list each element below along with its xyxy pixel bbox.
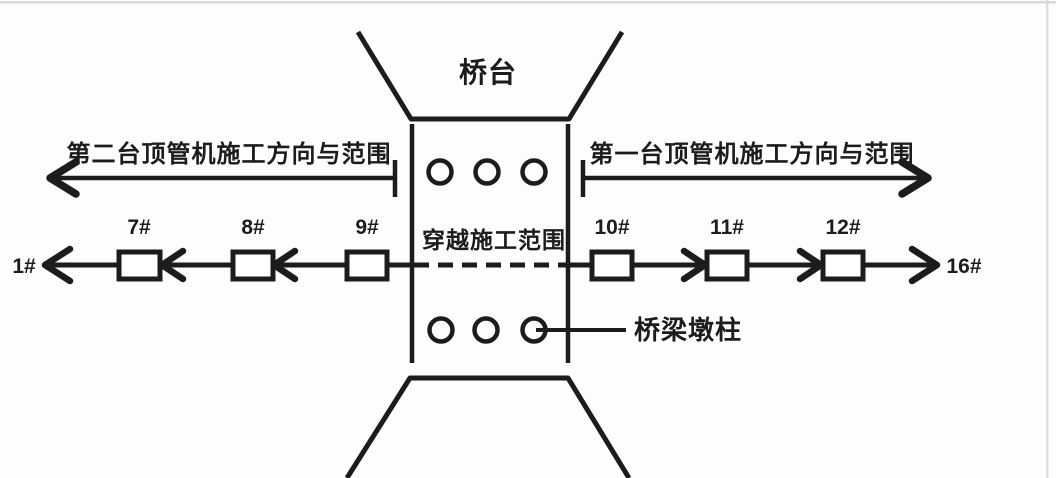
- well-box-10: [589, 249, 635, 282]
- pier-column-label: 桥梁墩柱: [634, 315, 742, 345]
- well-box-11: [704, 249, 750, 282]
- abutment-bottom-outline: [344, 375, 632, 478]
- well-label-8: 8#: [241, 216, 265, 239]
- well-label-9: 9#: [355, 216, 379, 239]
- right-edge-line: [1046, 0, 1049, 478]
- arrowhead-right-12-icon: [796, 247, 825, 283]
- pier-circle-bottom-2: [472, 316, 500, 344]
- pier-row-bottom: 桥梁墩柱: [427, 315, 742, 345]
- crossing-zone-label: 穿越施工范围: [422, 227, 566, 253]
- well-box-9: [344, 249, 390, 282]
- well-label-7: 7#: [127, 216, 151, 239]
- abutment-top-label: 桥台: [459, 56, 517, 88]
- well-box-8: [230, 249, 276, 282]
- direction-left: 第二台顶管机施工方向与范围: [46, 140, 398, 198]
- top-edge-line: [0, 1, 1056, 4]
- pipeline: 7# 8# 9# 10# 11# 12# 1# 16#: [12, 216, 982, 285]
- abutment-top-outline: [355, 30, 625, 122]
- endpoint-label-16: 16#: [946, 255, 981, 278]
- pier-circle-bottom-3: [520, 316, 548, 344]
- pier-circle-top-3: [520, 158, 548, 186]
- crossing-zone: 穿越施工范围: [409, 124, 571, 363]
- arrowhead-right-11-icon: [680, 247, 709, 283]
- right-arrowhead-icon: [898, 158, 932, 198]
- arrowhead-right-terminal-icon: [908, 245, 941, 285]
- right-direction-label: 第一台顶管机施工方向与范围: [590, 140, 915, 168]
- well-label-11: 11#: [710, 216, 744, 239]
- well-box-7: [116, 249, 163, 282]
- well-label-10: 10#: [594, 216, 629, 239]
- well-label-12: 12#: [825, 216, 860, 239]
- arrowhead-left-terminal-icon: [41, 245, 74, 285]
- well-box-12: [820, 249, 866, 282]
- endpoint-label-1: 1#: [12, 255, 36, 278]
- pier-circle-bottom-1: [427, 316, 455, 344]
- arrowhead-left-8-icon: [270, 247, 299, 283]
- pier-circle-top-1: [426, 158, 454, 186]
- arrowhead-left-7-icon: [158, 247, 187, 283]
- pier-circle-top-2: [473, 158, 501, 186]
- abutment-top: 桥台: [355, 30, 625, 122]
- left-direction-label: 第二台顶管机施工方向与范围: [67, 140, 392, 168]
- left-arrowhead-icon: [46, 158, 80, 198]
- abutment-bottom: [344, 375, 632, 478]
- direction-right: 第一台顶管机施工方向与范围: [580, 140, 932, 198]
